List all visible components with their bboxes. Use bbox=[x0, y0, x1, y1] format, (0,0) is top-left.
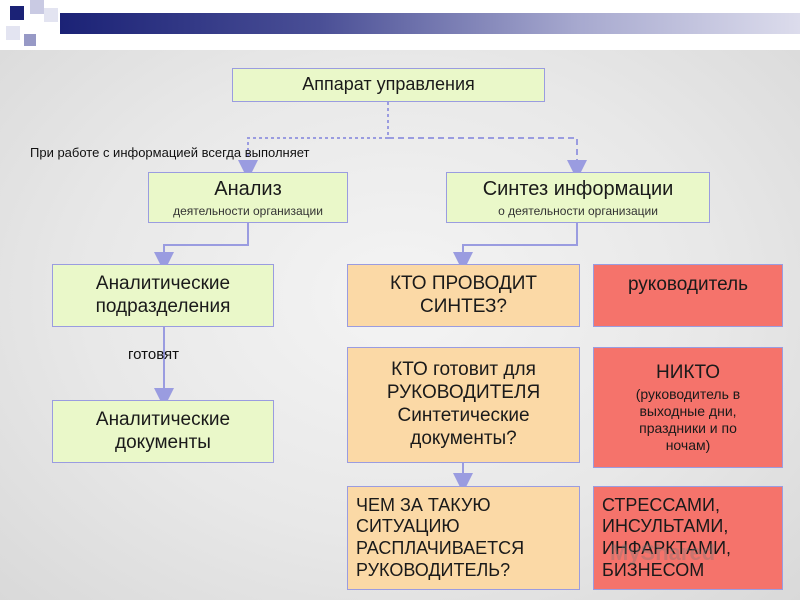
leader-text: руководитель bbox=[627, 274, 749, 295]
header-stripe bbox=[60, 13, 800, 34]
analytical-units-line2: подразделения bbox=[95, 295, 231, 317]
synthesis-title: Синтез информации bbox=[482, 177, 674, 200]
analytical-docs-box: Аналитические документы bbox=[52, 400, 274, 463]
analysis-box: Анализ деятельности организации bbox=[148, 172, 348, 223]
consequences-line4: БИЗНЕСОМ bbox=[602, 559, 705, 580]
analytical-docs-line2: документы bbox=[115, 431, 211, 453]
who-prepares-line4: документы? bbox=[410, 427, 517, 449]
watermark: MyShared bbox=[610, 540, 716, 565]
consequences-line1: СТРЕССАМИ, bbox=[602, 494, 720, 515]
prepare-label: готовят bbox=[128, 346, 179, 363]
analysis-title: Анализ bbox=[214, 177, 282, 200]
decor-square bbox=[10, 6, 24, 20]
synthesis-subtitle: о деятельности организации bbox=[498, 203, 658, 218]
who-prepares-line3: Синтетические bbox=[397, 405, 530, 426]
who-synth-line2: СИНТЕЗ? bbox=[419, 295, 507, 317]
who-synth-box: КТО ПРОВОДИТ СИНТЕЗ? bbox=[347, 264, 580, 327]
analysis-subtitle: деятельности организации bbox=[173, 203, 323, 218]
nobody-title: НИКТО bbox=[656, 361, 720, 383]
decor-square bbox=[24, 34, 36, 46]
note-label: При работе с информацией всегда выполняе… bbox=[30, 145, 310, 160]
who-pays-line3: РАСПЛАЧИВАЕТСЯ bbox=[356, 538, 525, 558]
who-pays-line4: РУКОВОДИТЕЛЬ? bbox=[356, 559, 511, 580]
who-pays-box: ЧЕМ ЗА ТАКУЮ СИТУАЦИЮ РАСПЛАЧИВАЕТСЯ РУК… bbox=[347, 486, 580, 590]
nobody-box: НИКТО (руководитель в выходные дни, праз… bbox=[593, 347, 783, 468]
decor-square bbox=[44, 8, 58, 22]
analytical-docs-line1: Аналитические bbox=[95, 408, 231, 430]
analytical-units-box: Аналитические подразделения bbox=[52, 264, 274, 327]
who-pays-line2: СИТУАЦИЮ bbox=[356, 516, 460, 537]
who-prepares-box: КТО готовит для РУКОВОДИТЕЛЯ Синтетическ… bbox=[347, 347, 580, 463]
synthesis-box: Синтез информации о деятельности организ… bbox=[446, 172, 710, 223]
leader-box: руководитель bbox=[593, 264, 783, 327]
consequences-box: СТРЕССАМИ, ИНСУЛЬТАМИ, ИНФАРКТАМИ, БИЗНЕ… bbox=[593, 486, 783, 590]
nobody-line3: праздники и по bbox=[639, 419, 737, 436]
top-box: Аппарат управления bbox=[232, 68, 545, 102]
decor-square bbox=[30, 0, 44, 14]
who-pays-line1: ЧЕМ ЗА ТАКУЮ bbox=[356, 494, 491, 515]
nobody-line2: выходные дни, bbox=[639, 403, 737, 420]
analytical-units-line1: Аналитические bbox=[95, 272, 231, 294]
who-prepares-line2: РУКОВОДИТЕЛЯ bbox=[386, 382, 541, 404]
top-box-title: Аппарат управления bbox=[302, 74, 475, 95]
title-bar-decoration bbox=[0, 0, 800, 50]
consequences-line2: ИНСУЛЬТАМИ, bbox=[602, 516, 729, 537]
who-synth-line1: КТО ПРОВОДИТ bbox=[389, 272, 538, 294]
nobody-line4: ночам) bbox=[665, 436, 711, 453]
consequences-line3: ИНФАРКТАМИ, bbox=[602, 538, 732, 558]
decor-square bbox=[6, 26, 20, 40]
who-prepares-line1: КТО готовит для bbox=[391, 359, 536, 381]
nobody-line1: (руководитель в bbox=[635, 386, 741, 403]
